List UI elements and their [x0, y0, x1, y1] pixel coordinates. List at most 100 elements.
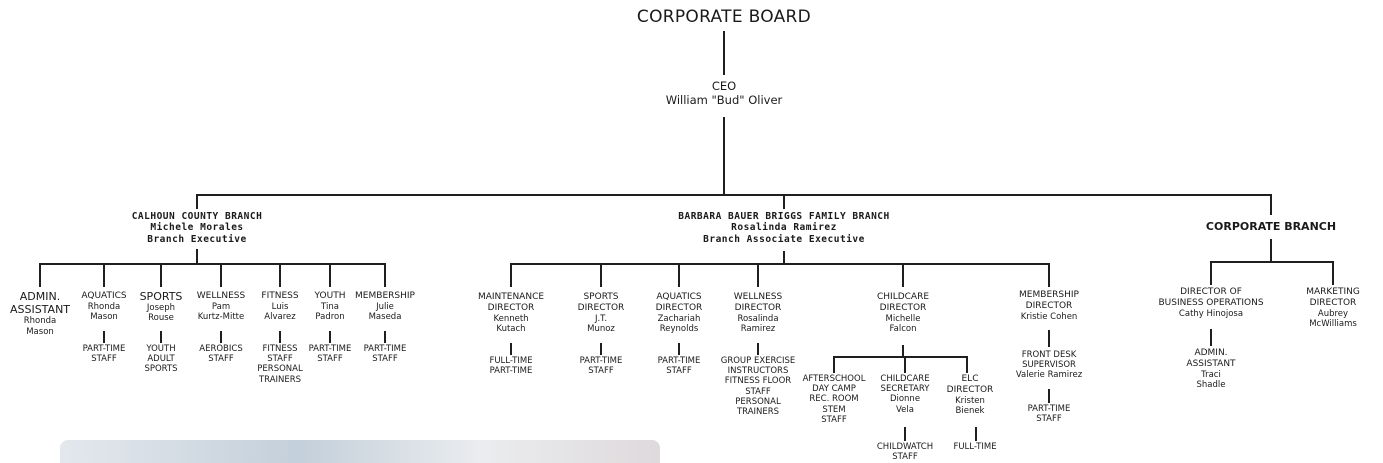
sub-line: AFTERSCHOOL	[802, 374, 866, 384]
unit-title-2: ASSISTANT	[1186, 358, 1236, 369]
unit-title: WELLNESS	[196, 291, 246, 301]
unit-name-2: Reynolds	[659, 323, 699, 334]
unit-title-2: DIRECTOR	[1309, 297, 1357, 308]
unit-name: Rhonda	[23, 316, 57, 327]
bbb-membership-director: MEMBERSHIP DIRECTOR Kristie Cohen	[1004, 290, 1094, 322]
bbb-sports-director: SPORTS DIRECTOR J.T. Munoz	[566, 292, 636, 334]
staff-line: PART-TIME	[489, 366, 533, 377]
bbb-sports-staff: PART-TIME STAFF	[566, 356, 636, 376]
unit-name: Traci	[1201, 369, 1221, 380]
sub-line: FRONT DESK	[1021, 350, 1077, 360]
staff-line: STAFF	[372, 354, 398, 365]
bbb-aquatics-director: AQUATICS DIRECTOR Zachariah Reynolds	[644, 292, 714, 334]
unit-name-2: Kutach	[496, 323, 526, 334]
unit-name-2: Mason	[26, 326, 54, 337]
corporate-bizops-director: DIRECTOR OF BUSINESS OPERATIONS Cathy Hi…	[1146, 287, 1276, 319]
staff-line: GROUP EXERCISE	[720, 356, 796, 366]
calhoun-branch-name: CALHOUN COUNTY BRANCH	[131, 211, 263, 222]
sub-line: STAFF	[821, 414, 847, 425]
unit-title: MAINTENANCE	[477, 292, 545, 302]
corporate-branch-header: CORPORATE BRANCH	[1191, 220, 1351, 233]
unit-title: AQUATICS	[81, 291, 127, 301]
calhoun-branch-leader: Michele Morales	[150, 222, 244, 234]
unit-title-2: DIRECTOR	[1025, 300, 1073, 311]
calhoun-membership-staff: PART-TIME STAFF	[355, 344, 415, 364]
ceo-name: William "Bud" Oliver	[665, 92, 783, 107]
sub-line: SECRETARY	[880, 384, 930, 395]
staff-line: INSTRUCTORS	[727, 366, 789, 377]
unit-name: Cathy Hinojosa	[1178, 308, 1244, 319]
calhoun-aquatics: AQUATICS Rhonda Mason	[69, 291, 139, 322]
ceo-title: CEO	[711, 79, 737, 93]
sub-line: CHILDWATCH	[876, 442, 934, 452]
bbb-childcare-secretary: CHILDCARE SECRETARY Dionne Vela	[873, 374, 937, 415]
unit-name: Aubrey	[1317, 308, 1349, 319]
staff-line: TRAINERS	[258, 374, 302, 385]
staff-line: AEROBICS	[199, 344, 243, 354]
unit-name-2: Munoz	[587, 323, 615, 334]
unit-name: Joseph	[146, 303, 176, 314]
calhoun-branch-header: CALHOUN COUNTY BRANCH Michele Morales Br…	[77, 211, 317, 245]
sub-line: Kristen	[955, 395, 985, 406]
unit-name-2: Ramirez	[740, 323, 776, 334]
staff-line: PERSONAL	[735, 396, 781, 407]
sub-line: CHILDCARE	[880, 374, 930, 384]
unit-title: YOUTH	[314, 291, 346, 301]
bbb-elc-director: ELC DIRECTOR Kristen Bienek	[942, 374, 998, 416]
corporate-admin-assistant: ADMIN. ASSISTANT Traci Shadle	[1171, 348, 1251, 390]
corporate-marketing-director: MARKETING DIRECTOR Aubrey McWilliams	[1293, 287, 1373, 329]
corporate-branch-name: CORPORATE BRANCH	[1205, 220, 1337, 233]
unit-title: ADMIN.	[1194, 348, 1228, 358]
bottom-photo-strip	[60, 440, 660, 463]
staff-line: PART-TIME	[308, 344, 352, 354]
staff-line: PERSONAL	[257, 364, 303, 375]
unit-title: SPORTS	[139, 290, 183, 303]
staff-line: PART-TIME	[657, 356, 701, 366]
calhoun-youth-staff: PART-TIME STAFF	[300, 344, 360, 364]
sub-line: DIRECTOR	[946, 384, 994, 395]
calhoun-fitness-staff: FITNESS STAFF PERSONAL TRAINERS	[245, 344, 315, 385]
bbb-membership-staff: PART-TIME STAFF	[1014, 404, 1084, 424]
unit-name-2: Kurtz-Mitte	[197, 311, 245, 322]
sub-line: STAFF	[892, 452, 918, 463]
unit-title-2: DIRECTOR	[487, 302, 535, 313]
unit-name-2: Mason	[90, 311, 118, 322]
unit-name: Julie	[376, 301, 394, 312]
unit-name: Rosalinda	[737, 313, 779, 324]
bbb-branch-leader: Rosalinda Ramirez	[731, 222, 837, 234]
staff-line: FITNESS FLOOR	[724, 376, 792, 387]
calhoun-sports-staff: YOUTH ADULT SPORTS	[131, 344, 191, 375]
staff-line: STAFF	[317, 354, 343, 365]
calhoun-youth: YOUTH Tina Padron	[305, 291, 355, 322]
bbb-wellness-staff: GROUP EXERCISE INSTRUCTORS FITNESS FLOOR…	[708, 356, 808, 417]
bbb-branch-header: BARBARA BAUER BRIGGS FAMILY BRANCH Rosal…	[624, 211, 944, 245]
unit-name: Kristie Cohen	[1020, 311, 1078, 322]
staff-line: TRAINERS	[736, 406, 780, 417]
unit-title-2: DIRECTOR	[655, 302, 703, 313]
sub-line: DAY CAMP	[812, 384, 856, 395]
unit-title: FITNESS	[261, 291, 299, 301]
unit-name-2: Rouse	[148, 313, 174, 324]
unit-title-2: BUSINESS OPERATIONS	[1158, 297, 1264, 308]
unit-title-2: ASSISTANT	[9, 303, 71, 317]
unit-name: Pam	[211, 301, 231, 312]
unit-name-2: Alvarez	[264, 311, 296, 322]
sub-line: ELC	[961, 374, 979, 384]
sub-line: SUPERVISOR	[1022, 360, 1076, 371]
unit-title: DIRECTOR OF	[1180, 287, 1242, 297]
staff-line: STAFF	[745, 386, 771, 397]
bbb-branch-role: Branch Associate Executive	[703, 233, 865, 245]
sub-line: Vela	[896, 404, 914, 415]
staff-line: PART-TIME	[363, 344, 407, 354]
unit-name: Kenneth	[493, 313, 529, 324]
calhoun-aquatics-staff: PART-TIME STAFF	[69, 344, 139, 364]
unit-title-2: DIRECTOR	[577, 302, 625, 313]
unit-name: Tina	[321, 301, 339, 312]
unit-name-2: McWilliams	[1309, 318, 1357, 329]
calhoun-sports: SPORTS Joseph Rouse	[131, 290, 191, 324]
calhoun-admin-assistant: ADMIN. ASSISTANT Rhonda Mason	[0, 290, 80, 337]
bbb-aquatics-staff: PART-TIME STAFF	[644, 356, 714, 376]
staff-line: YOUTH	[146, 344, 176, 354]
bbb-wellness-director: WELLNESS DIRECTOR Rosalinda Ramirez	[713, 292, 803, 334]
